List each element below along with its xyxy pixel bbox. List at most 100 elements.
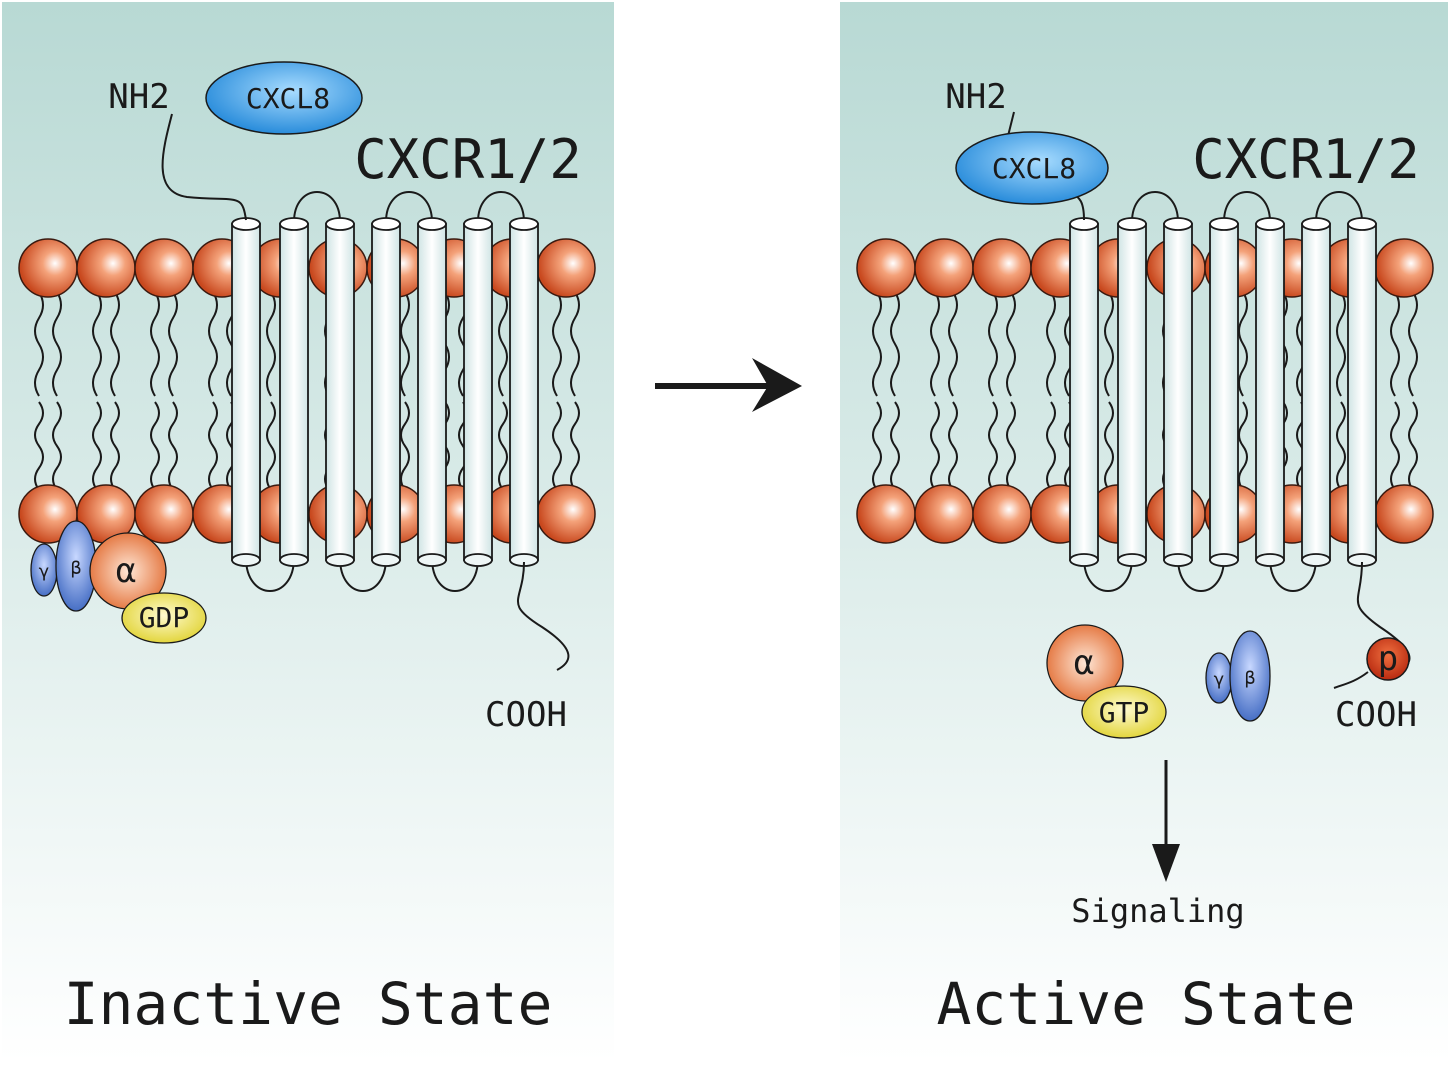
transmembrane-helix bbox=[1163, 217, 1193, 567]
transmembrane-helix bbox=[325, 217, 355, 567]
transmembrane-helix bbox=[1069, 217, 1099, 567]
lipid-tail bbox=[1390, 291, 1400, 397]
lipid-tail bbox=[1408, 401, 1418, 491]
lipid-tail bbox=[34, 291, 44, 397]
lipid-tail bbox=[872, 401, 882, 491]
extracellular-loop bbox=[385, 191, 433, 223]
ligand-label: CXCL8 bbox=[992, 152, 1076, 185]
c-terminus-label: COOH bbox=[1335, 695, 1417, 735]
lipid-head-upper bbox=[134, 238, 194, 298]
transmembrane-helix bbox=[1209, 217, 1239, 567]
lipid-tail bbox=[570, 291, 580, 397]
receptor-loops bbox=[1083, 191, 1363, 592]
beta-label: β bbox=[71, 558, 82, 579]
receptor-loops bbox=[245, 191, 525, 592]
intracellular-loop bbox=[1177, 557, 1225, 592]
transmembrane-helix bbox=[371, 217, 401, 567]
transmembrane-helix bbox=[509, 217, 539, 567]
intracellular-loop bbox=[1083, 557, 1133, 592]
gamma-label: γ bbox=[39, 561, 50, 582]
lipid-tail bbox=[110, 401, 120, 491]
lipid-tail bbox=[930, 291, 940, 397]
lipid-tail bbox=[1390, 401, 1400, 491]
transmembrane-helix bbox=[1117, 217, 1147, 567]
c-terminus-label: COOH bbox=[485, 695, 567, 735]
lipid-head-lower bbox=[972, 484, 1032, 544]
lipid-head-lower bbox=[536, 484, 596, 544]
receptor-label: CXCR1/2 bbox=[354, 128, 582, 191]
alpha-label: α bbox=[116, 551, 136, 591]
lipid-tail bbox=[266, 401, 276, 491]
lipid-tail bbox=[552, 401, 562, 491]
lipid-head-upper bbox=[914, 238, 974, 298]
lipid-tail bbox=[1238, 291, 1248, 397]
lipid-head-upper bbox=[536, 238, 596, 298]
right-arrow-icon bbox=[655, 358, 802, 412]
phosphate: p bbox=[1366, 637, 1410, 681]
lipid-head-upper bbox=[76, 238, 136, 298]
state-label: Inactive State bbox=[64, 970, 553, 1038]
lipid-tail bbox=[988, 401, 998, 491]
lipid-tail bbox=[400, 401, 410, 491]
lipid-tail bbox=[948, 401, 958, 491]
lipid-tail bbox=[150, 291, 160, 397]
gtp-nucleotide bbox=[1081, 685, 1167, 739]
lipid-tail bbox=[1336, 401, 1346, 491]
lipid-tail bbox=[150, 401, 160, 491]
transmembrane-helix bbox=[417, 217, 447, 567]
lipid-tail bbox=[552, 291, 562, 397]
transmembrane-helices bbox=[1069, 217, 1377, 567]
lipid-tail bbox=[890, 291, 900, 397]
lipid-tail bbox=[872, 291, 882, 397]
lipid-tail bbox=[498, 291, 508, 397]
down-arrow-head bbox=[1152, 844, 1180, 882]
ligand: CXCL8 bbox=[205, 61, 363, 135]
extracellular-loop bbox=[1315, 191, 1363, 223]
lipid-head-upper bbox=[1374, 238, 1434, 298]
lipid-tail bbox=[1046, 401, 1056, 491]
signaling-label: Signaling bbox=[1071, 892, 1244, 930]
transmembrane-helix bbox=[279, 217, 309, 567]
lipid-head-upper bbox=[856, 238, 916, 298]
c-terminus-end bbox=[1333, 671, 1369, 689]
lipid-head-lower bbox=[914, 484, 974, 544]
lipid-head-upper bbox=[972, 238, 1032, 298]
bound-ligand: CXCL8 bbox=[955, 131, 1109, 205]
transmembrane-helix bbox=[1347, 217, 1377, 567]
lipid-head-lower bbox=[856, 484, 916, 544]
lipid-tail bbox=[1006, 291, 1016, 397]
lipid-tail bbox=[1238, 401, 1248, 491]
gamma-label: γ bbox=[1214, 669, 1225, 690]
extracellular-loop bbox=[1223, 191, 1271, 223]
state-label: Active State bbox=[936, 970, 1355, 1038]
transmembrane-helix bbox=[463, 217, 493, 567]
nucleotide-label: GTP bbox=[1099, 696, 1150, 729]
extracellular-loop bbox=[1131, 191, 1179, 223]
lipid-tail bbox=[1046, 291, 1056, 397]
lipid-tail bbox=[92, 401, 102, 491]
lipid-tail bbox=[34, 401, 44, 491]
lipid-tail bbox=[52, 291, 62, 397]
lipid-tail bbox=[1336, 291, 1346, 397]
lipid-tail bbox=[570, 401, 580, 491]
lipid-tail bbox=[988, 291, 998, 397]
beta-subunit bbox=[1229, 630, 1271, 722]
transmembrane-helix bbox=[1301, 217, 1331, 567]
beta-label: β bbox=[1245, 668, 1256, 689]
lipid-tail bbox=[1408, 291, 1418, 397]
lipid-tail bbox=[168, 291, 178, 397]
lipid-tail bbox=[208, 401, 218, 491]
lipid-tail bbox=[948, 291, 958, 397]
lipid-tail bbox=[930, 401, 940, 491]
extracellular-loop bbox=[293, 191, 341, 223]
lipid-tail bbox=[1104, 291, 1114, 397]
n-terminus-label: NH2 bbox=[108, 77, 169, 117]
transmembrane-helix bbox=[231, 217, 261, 567]
lipid-tail bbox=[52, 401, 62, 491]
intracellular-loop bbox=[245, 557, 295, 592]
